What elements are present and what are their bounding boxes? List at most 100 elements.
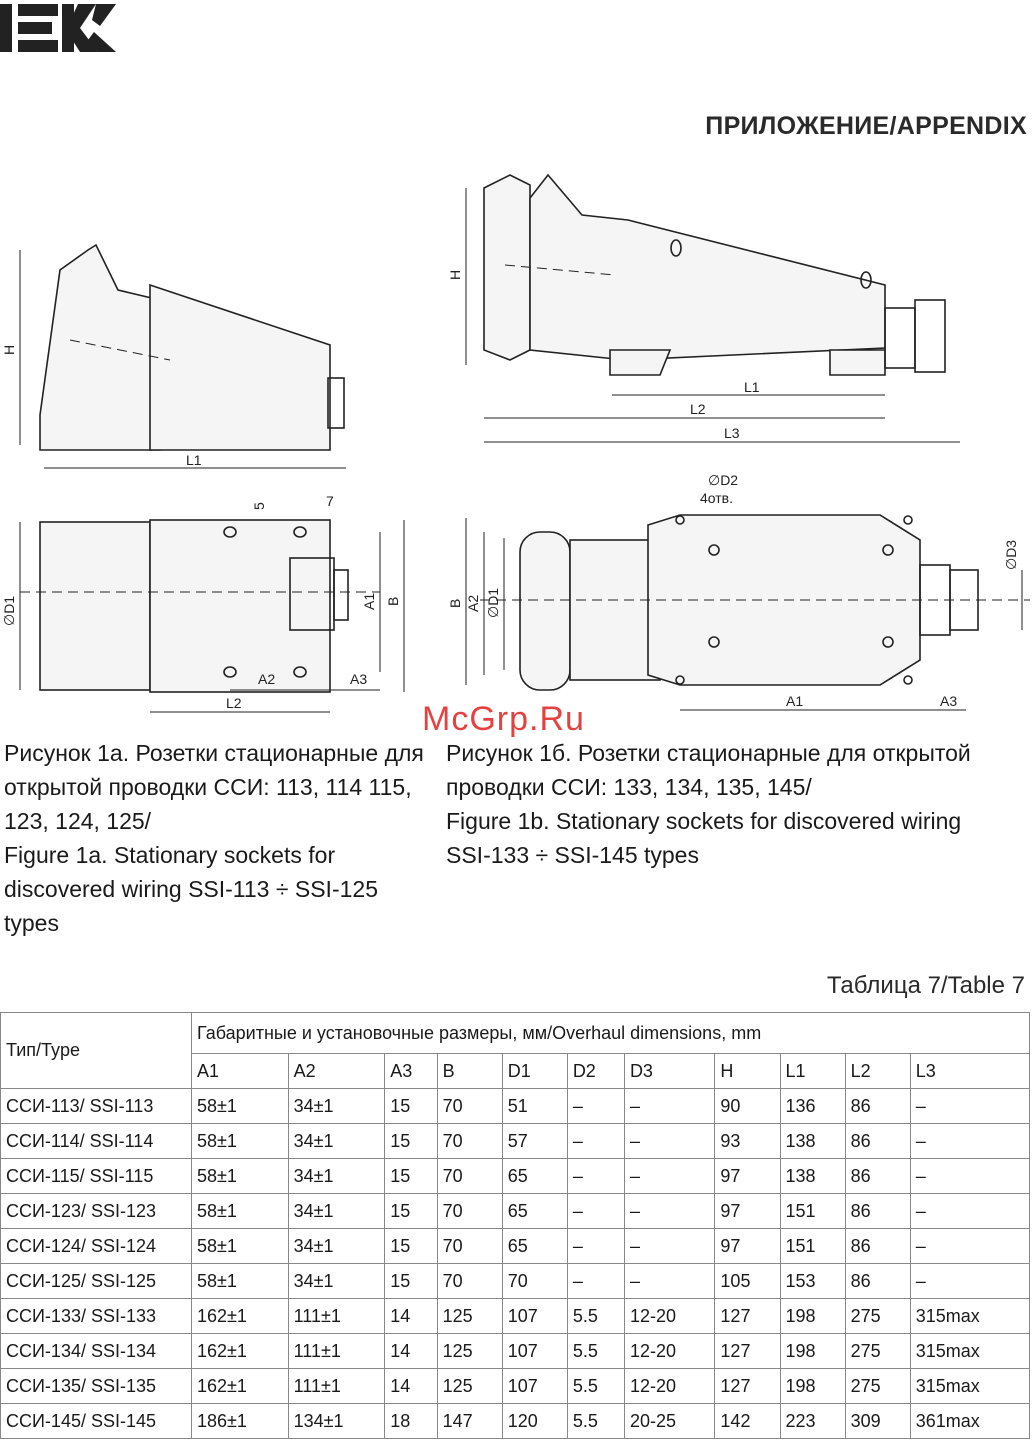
value-cell: 136 bbox=[779, 1088, 846, 1124]
value-cell: 58±1 bbox=[191, 1088, 289, 1124]
value-cell: 70 bbox=[436, 1193, 503, 1229]
column-header: A2 bbox=[287, 1053, 386, 1089]
value-cell: 34±1 bbox=[287, 1088, 386, 1124]
caption-line: открытой проводки ССИ: 113, 114 115, bbox=[4, 774, 412, 800]
value-cell: 58±1 bbox=[191, 1123, 289, 1159]
value-cell: 309 bbox=[844, 1403, 911, 1439]
caption-line: 123, 124, 125/ bbox=[4, 808, 152, 834]
value-cell: 151 bbox=[779, 1228, 846, 1264]
type-cell: ССИ-115/ SSI-115 bbox=[0, 1158, 192, 1194]
value-cell: 125 bbox=[436, 1298, 503, 1334]
fig1b-a2-label: A2 bbox=[465, 595, 481, 612]
value-cell: 138 bbox=[779, 1123, 846, 1159]
fig1a-a2-label: A2 bbox=[258, 671, 275, 687]
value-cell: 275 bbox=[844, 1368, 911, 1404]
value-cell: 162±1 bbox=[191, 1368, 289, 1404]
value-cell: 151 bbox=[779, 1193, 846, 1229]
value-cell: 147 bbox=[436, 1403, 503, 1439]
type-cell: ССИ-125/ SSI-125 bbox=[0, 1263, 192, 1299]
value-cell: 12-20 bbox=[623, 1368, 716, 1404]
value-cell: – bbox=[623, 1193, 716, 1229]
value-cell: 127 bbox=[714, 1333, 781, 1369]
fig1b-d2-label: ∅D2 bbox=[708, 472, 738, 488]
value-cell: 125 bbox=[436, 1333, 503, 1369]
value-cell: 315max bbox=[909, 1368, 1031, 1404]
value-cell: – bbox=[623, 1228, 716, 1264]
fig1a-b-label: B bbox=[385, 597, 401, 606]
value-cell: – bbox=[623, 1263, 716, 1299]
value-cell: 86 bbox=[844, 1088, 911, 1124]
value-cell: 162±1 bbox=[191, 1333, 289, 1369]
value-cell: 5.5 bbox=[566, 1298, 625, 1334]
value-cell: 5.5 bbox=[566, 1368, 625, 1404]
value-cell: 275 bbox=[844, 1298, 911, 1334]
fig1b-a3-label: A3 bbox=[940, 693, 957, 709]
value-cell: – bbox=[623, 1158, 716, 1194]
caption-line: SSI-133 ÷ SSI-145 types bbox=[446, 842, 699, 868]
value-cell: 15 bbox=[384, 1228, 438, 1264]
value-cell: 107 bbox=[501, 1298, 568, 1334]
column-header: D3 bbox=[623, 1053, 716, 1089]
value-cell: 86 bbox=[844, 1193, 911, 1229]
type-cell: ССИ-145/ SSI-145 bbox=[0, 1403, 192, 1439]
fig1a-seven-label: 7 bbox=[326, 493, 334, 509]
value-cell: 107 bbox=[501, 1368, 568, 1404]
column-header: A3 bbox=[384, 1053, 438, 1089]
value-cell: 58±1 bbox=[191, 1193, 289, 1229]
value-cell: – bbox=[909, 1228, 1031, 1264]
value-cell: – bbox=[566, 1158, 625, 1194]
fig1b-d1-label: ∅D1 bbox=[485, 588, 501, 618]
fig1a-a3-label: A3 bbox=[350, 671, 367, 687]
caption-line: Figure 1b. Stationary sockets for discov… bbox=[446, 808, 962, 834]
value-cell: 162±1 bbox=[191, 1298, 289, 1334]
value-cell: 18 bbox=[384, 1403, 438, 1439]
table-title: Таблица 7/Table 7 bbox=[826, 972, 1025, 999]
value-cell: 120 bbox=[501, 1403, 568, 1439]
caption-line: проводки ССИ: 133, 134, 135, 145/ bbox=[446, 774, 812, 800]
value-cell: 93 bbox=[714, 1123, 781, 1159]
value-cell: 57 bbox=[501, 1123, 568, 1159]
value-cell: 70 bbox=[436, 1088, 503, 1124]
value-cell: – bbox=[909, 1193, 1031, 1229]
value-cell: 111±1 bbox=[287, 1333, 386, 1369]
value-cell: 15 bbox=[384, 1088, 438, 1124]
socket-drawings: H L1 ∅D1 A1 B 5 7 A2 A3 L2 bbox=[1, 173, 1030, 713]
table-header-row: Тип/Type Габаритные и установочные разме… bbox=[0, 1012, 1030, 1089]
value-cell: 58±1 bbox=[191, 1263, 289, 1299]
value-cell: 275 bbox=[844, 1333, 911, 1369]
value-cell: – bbox=[909, 1123, 1031, 1159]
value-cell: 315max bbox=[909, 1298, 1031, 1334]
fig1a-l1-label: L1 bbox=[186, 452, 202, 468]
watermark-text: McGrp.Ru bbox=[422, 700, 585, 738]
column-header: D1 bbox=[501, 1053, 568, 1089]
value-cell: 138 bbox=[779, 1158, 846, 1194]
value-cell: 70 bbox=[436, 1158, 503, 1194]
value-cell: – bbox=[909, 1088, 1031, 1124]
column-header: L1 bbox=[779, 1053, 846, 1089]
value-cell: 14 bbox=[384, 1333, 438, 1369]
value-cell: 361max bbox=[909, 1403, 1031, 1439]
value-cell: – bbox=[909, 1158, 1031, 1194]
fig1b-d3-label: ∅D3 bbox=[1003, 540, 1019, 570]
value-cell: 20-25 bbox=[623, 1403, 716, 1439]
value-cell: 70 bbox=[436, 1263, 503, 1299]
value-cell: 198 bbox=[779, 1333, 846, 1369]
fig1b-h-label: H bbox=[447, 270, 463, 280]
value-cell: 198 bbox=[779, 1298, 846, 1334]
value-cell: – bbox=[566, 1193, 625, 1229]
value-cell: 223 bbox=[779, 1403, 846, 1439]
value-cell: 111±1 bbox=[287, 1368, 386, 1404]
column-header: L3 bbox=[909, 1053, 1031, 1089]
fig1b-top-view: ∅D2 4отв. ∅D3 B A2 ∅D1 A1 A3 bbox=[447, 472, 1030, 711]
appendix-title: ПРИЛОЖЕНИЕ/APPENDIX bbox=[705, 112, 1027, 140]
value-cell: 12-20 bbox=[623, 1333, 716, 1369]
type-header: Тип/Type bbox=[0, 1012, 192, 1089]
value-cell: 15 bbox=[384, 1263, 438, 1299]
fig1a-d1-label: ∅D1 bbox=[1, 596, 17, 626]
